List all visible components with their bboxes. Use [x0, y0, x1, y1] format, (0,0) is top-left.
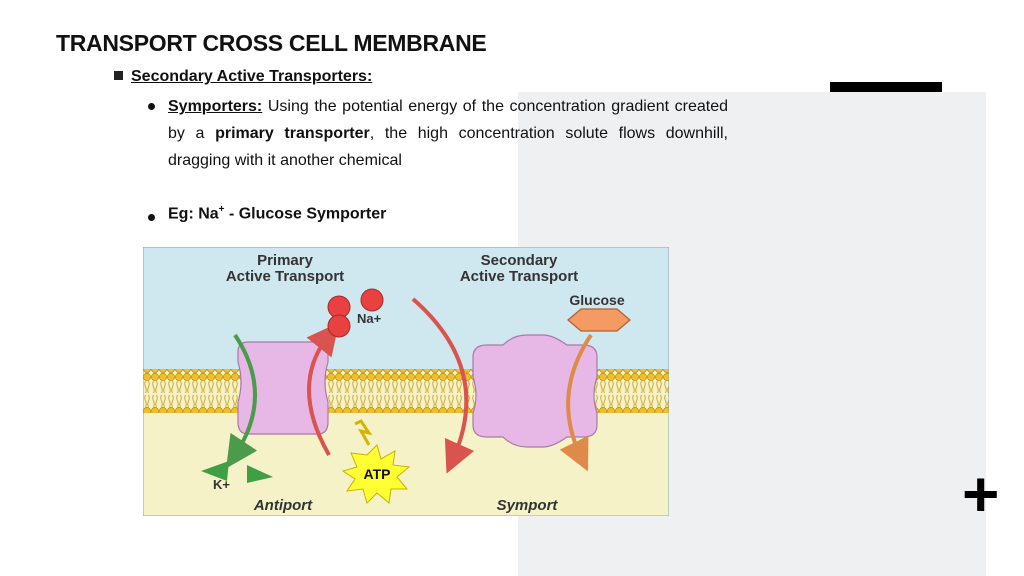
k-label: K+ [213, 477, 230, 492]
na-symport-arrow [411, 297, 475, 474]
na-label: Na+ [357, 311, 382, 326]
symporters-text-1: Using the potential energy of the concen… [168, 98, 728, 142]
accent-bar [830, 82, 942, 92]
primary-label-2: Active Transport [226, 268, 344, 285]
na-pump-arrow [306, 322, 339, 456]
bullet-dot-icon [148, 211, 155, 229]
primary-label-1: Primary [257, 252, 314, 269]
atp-label: ATP [364, 466, 391, 482]
na-ion [327, 314, 351, 338]
glucose-arrow [559, 333, 593, 472]
secondary-label-2: Active Transport [460, 268, 578, 285]
bullet-level1: Secondary Active Transporters: [114, 68, 372, 86]
example-sup: + [218, 204, 225, 215]
example-suffix: - Glucose Symporter [224, 205, 387, 223]
secondary-label-1: Secondary [481, 252, 558, 269]
example-prefix: Eg: Na [168, 205, 219, 223]
bullet-dot-icon [148, 100, 155, 118]
glucose-molecule [567, 308, 631, 332]
bullet-level1-text: Secondary Active Transporters: [131, 68, 373, 85]
symporters-text-2: , the high concentration solute flows do… [168, 125, 728, 169]
membrane-transport-diagram: Primary Active Transport Secondary Activ… [143, 247, 669, 516]
symporter-protein [472, 334, 598, 448]
energy-bolt [354, 419, 373, 446]
atp-burst [341, 444, 411, 504]
glucose-label: Glucose [569, 292, 624, 308]
antiport-label: Antiport [253, 497, 313, 514]
example-line: Eg: Na+ - Glucose Symporter [168, 204, 386, 223]
slide-title: TRANSPORT CROSS CELL MEMBRANE [56, 30, 487, 56]
symport-label: Symport [497, 497, 559, 514]
k-ion [201, 461, 229, 481]
k-arrow [226, 333, 258, 469]
symporters-term: Symporters: [168, 98, 263, 115]
na-ion [360, 288, 384, 312]
k-ion [247, 465, 273, 483]
plus-icon: + [962, 458, 1000, 530]
symporters-paragraph: Symporters: Using the potential energy o… [168, 93, 728, 174]
square-bullet-icon [114, 71, 123, 80]
primary-transporter-term: primary transporter [215, 125, 370, 142]
